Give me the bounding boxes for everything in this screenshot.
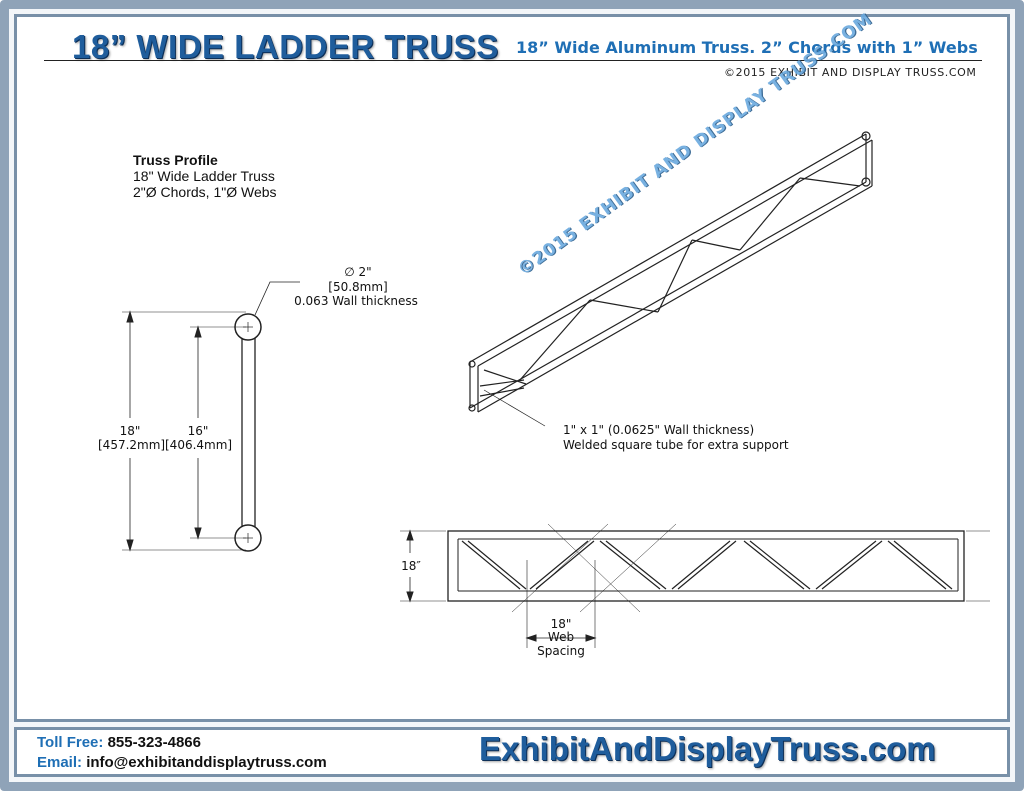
chord-wall-label: 0.063 Wall thickness — [294, 294, 418, 308]
tube-note-label: Welded square tube for extra support — [563, 438, 789, 452]
side-height-label: 18″ — [401, 559, 421, 573]
side-elevation — [400, 523, 990, 648]
inner-height-mm-label: [406.4mm] — [165, 438, 233, 452]
isometric-view — [468, 131, 873, 427]
drawing-sheet — [14, 14, 1010, 722]
profile-heading: Truss Profile — [133, 152, 218, 168]
profile-line-2: 2"Ø Chords, 1"Ø Webs — [133, 184, 277, 200]
outer-height-label: 18" — [119, 424, 141, 438]
brand-website-link[interactable]: ExhibitAndDisplayTruss.com — [479, 730, 936, 767]
toll-free-number[interactable]: 855-323-4866 — [107, 734, 201, 751]
tube-spec-label: 1" x 1" (0.0625" Wall thickness) — [563, 423, 755, 437]
outer-height-mm-label: [457.2mm] — [98, 438, 166, 452]
web-spacing-label-1: Web — [547, 630, 575, 644]
web-spacing-label-2: Spacing — [537, 644, 585, 658]
page-title: 18” WIDE LADDER TRUSS — [72, 28, 499, 65]
email-label: Email: — [37, 754, 83, 771]
copyright-notice: ©2015 EXHIBIT AND DISPLAY TRUSS.COM — [724, 66, 977, 79]
profile-line-1: 18" Wide Ladder Truss — [133, 168, 275, 184]
web-spacing-value: 18" — [550, 617, 572, 631]
page-subtitle: 18” Wide Aluminum Truss. 2” Chords with … — [516, 38, 978, 57]
footer-bar: Toll Free: 855-323-4866 Email: info@exhi… — [14, 727, 1010, 777]
profile-view — [122, 281, 300, 552]
toll-free-line: Toll Free: 855-323-4866 — [37, 734, 201, 751]
chord-diameter-label: ∅ 2" — [344, 265, 372, 279]
email-address[interactable]: info@exhibitanddisplaytruss.com — [86, 754, 327, 771]
inner-height-label: 16" — [187, 424, 209, 438]
title-divider — [44, 60, 982, 61]
email-line: Email: info@exhibitanddisplaytruss.com — [37, 754, 327, 771]
toll-free-label: Toll Free: — [37, 734, 104, 751]
chord-mm-label: [50.8mm] — [328, 280, 388, 294]
